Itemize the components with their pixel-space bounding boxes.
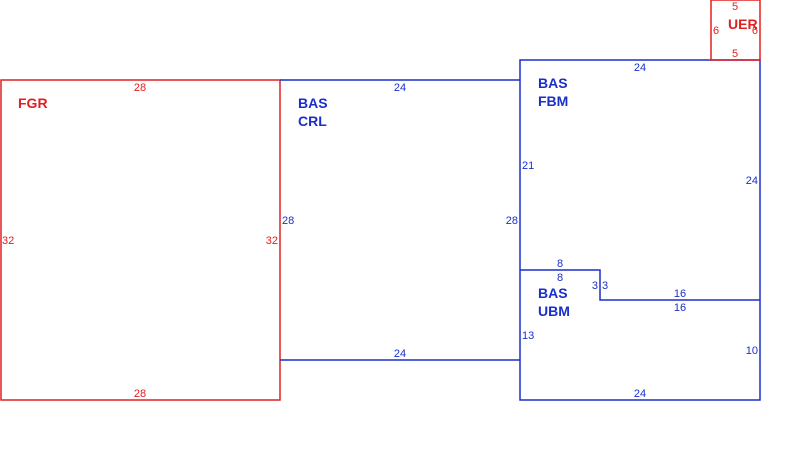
fbm-dim-step: 3 <box>592 280 598 292</box>
ubm-dim-step: 3 <box>602 280 608 292</box>
crl-label-line2: CRL <box>298 113 327 129</box>
fgr-dim-right: 32 <box>266 235 278 247</box>
fbm-label-line2: FBM <box>538 93 568 109</box>
ubm-dim-right: 10 <box>746 345 758 357</box>
fgr-dim-top: 28 <box>134 82 146 94</box>
uer-label: UER <box>728 16 758 32</box>
area-fgr: FGR 28 28 32 32 <box>0 79 281 401</box>
area-uer: UER 5 5 6 6 <box>710 0 761 61</box>
crl-outline <box>280 79 520 361</box>
ubm-label-line2: UBM <box>538 303 570 319</box>
fgr-label: FGR <box>18 95 48 111</box>
uer-outline <box>710 0 761 61</box>
ubm-dim-top-right: 16 <box>674 302 686 314</box>
fbm-dim-top: 24 <box>634 62 646 74</box>
fbm-dim-left: 21 <box>522 160 534 172</box>
area-bas-fbm: BAS FBM 24 21 24 8 3 16 <box>519 59 761 401</box>
ubm-dim-left: 13 <box>522 330 534 342</box>
ubm-dim-bottom: 24 <box>634 388 646 400</box>
fbm-outline <box>519 59 761 401</box>
crl-dim-top: 24 <box>394 82 406 94</box>
crl-dim-bottom: 24 <box>394 348 406 360</box>
uer-dim-top: 5 <box>732 1 738 13</box>
fbm-dim-bottom-right: 16 <box>674 288 686 300</box>
uer-dim-bottom: 5 <box>732 48 738 60</box>
area-bas-ubm: BAS UBM 8 3 16 13 10 24 <box>522 272 758 400</box>
fgr-outline <box>0 79 281 401</box>
uer-dim-left: 6 <box>713 25 719 37</box>
fbm-label-line1: BAS <box>538 75 568 91</box>
fbm-dim-bottom-left: 8 <box>557 258 563 270</box>
crl-label-line1: BAS <box>298 95 328 111</box>
crl-dim-left: 28 <box>282 215 294 227</box>
fgr-dim-bottom: 28 <box>134 388 146 400</box>
fgr-dim-left: 32 <box>2 235 14 247</box>
ubm-dim-top-left: 8 <box>557 272 563 284</box>
area-bas-crl: BAS CRL 24 24 28 28 <box>280 79 520 361</box>
crl-dim-right: 28 <box>506 215 518 227</box>
fbm-dim-right: 24 <box>746 175 758 187</box>
ubm-label-line1: BAS <box>538 285 568 301</box>
uer-dim-right: 6 <box>752 25 758 37</box>
